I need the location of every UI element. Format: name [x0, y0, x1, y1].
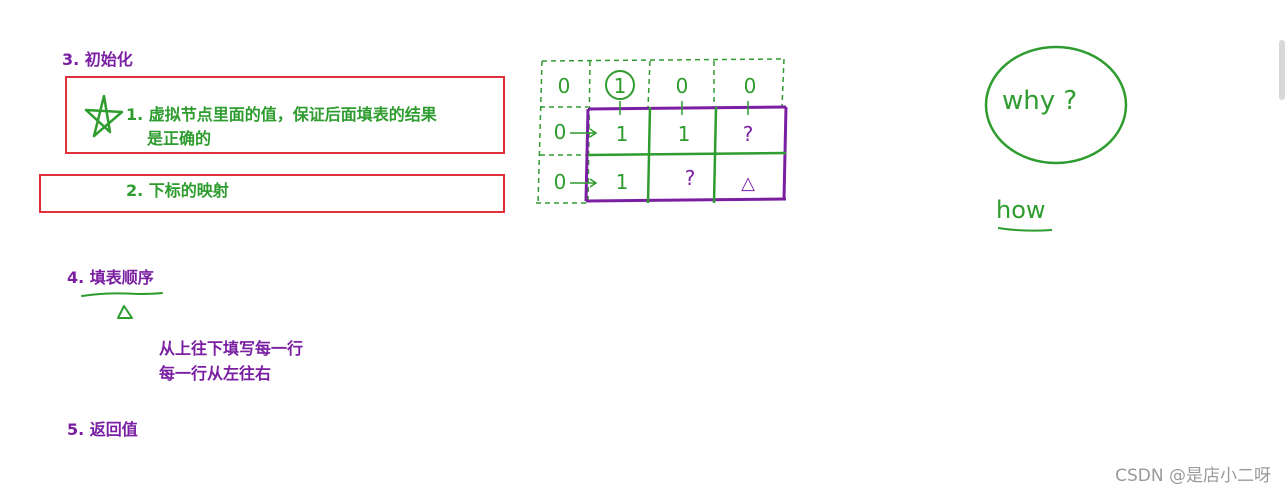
item-2-text: 2. 下标的映射: [126, 181, 229, 200]
why-label: why ?: [1002, 86, 1077, 116]
section-4-title: 4. 填表顺序: [67, 268, 154, 287]
section-5-title: 5. 返回值: [67, 420, 138, 439]
cell-2-0: 0: [554, 170, 567, 194]
how-label: how: [996, 196, 1046, 224]
cell-2-1: 1: [616, 170, 629, 194]
highlight-box-item-2: [39, 174, 505, 213]
why-circle-doodle: why ?: [984, 45, 1128, 165]
cell-1-0: 0: [554, 120, 567, 144]
section-3-title: 3. 初始化: [62, 50, 133, 69]
cell-1-3: ?: [743, 122, 754, 146]
vertical-scrollbar[interactable]: [1279, 40, 1285, 100]
section-4-line-2: 每一行从左往右: [159, 364, 272, 383]
cell-2-3: △: [741, 173, 755, 194]
dp-table-sketch: 0 1 0 0 0 1 1 ? 0 1 ? △: [536, 58, 788, 204]
item-1-line-2: 是正确的: [147, 129, 212, 148]
cell-2-2: ?: [685, 166, 696, 190]
how-doodle: how: [996, 196, 1053, 232]
highlight-box-item-1: [65, 76, 505, 154]
cell-0-0: 0: [558, 74, 571, 98]
item-1-line-1: 1. 虚拟节点里面的值，保证后面填表的结果: [126, 105, 437, 124]
cell-0-3: 0: [744, 74, 757, 98]
section-4-line-1: 从上往下填写每一行: [159, 339, 304, 358]
underline-triangle-doodle: [81, 292, 163, 319]
star-doodle-icon: [84, 94, 124, 138]
cell-0-2: 0: [676, 74, 689, 98]
cell-1-1: 1: [616, 122, 629, 146]
watermark: CSDN @是店小二呀: [1115, 466, 1271, 486]
cell-0-1: 1: [614, 74, 627, 98]
cell-1-2: 1: [678, 122, 691, 146]
